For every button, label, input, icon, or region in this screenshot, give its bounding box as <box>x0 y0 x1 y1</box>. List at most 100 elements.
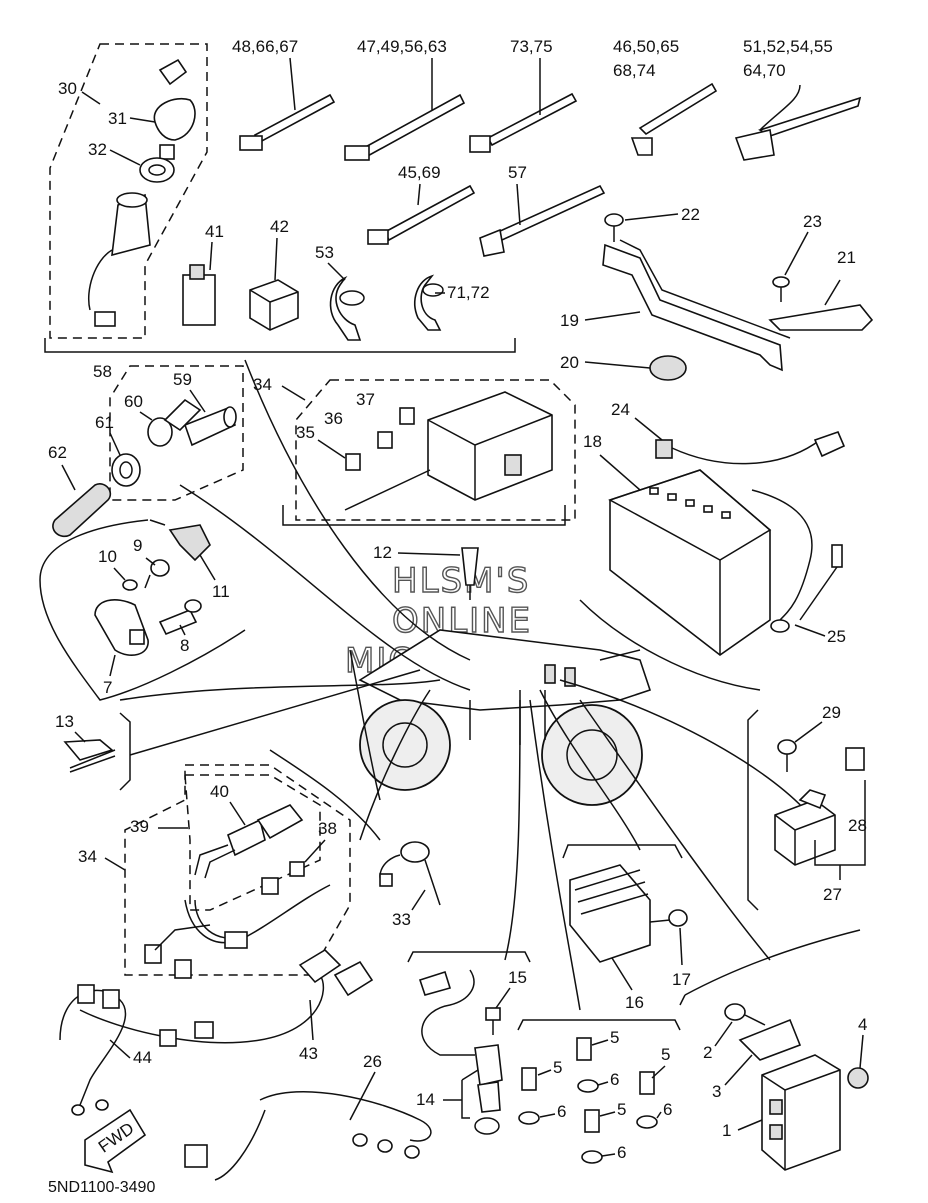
plug-cap-8 <box>158 599 202 636</box>
fuse-28 <box>845 747 865 771</box>
nut-61 <box>111 453 141 487</box>
part-13 <box>63 739 116 773</box>
top-left-bracket <box>44 338 516 353</box>
bracket-3 <box>738 1018 802 1061</box>
callout-c71: 71,72 <box>447 283 490 302</box>
clamp-71 <box>414 274 444 331</box>
screw-15 <box>485 1007 501 1035</box>
callout-c4: 4 <box>858 1015 867 1034</box>
callout-c51b: 64,70 <box>743 61 786 80</box>
coupler-38 <box>261 861 305 895</box>
clamp-53 <box>329 275 365 341</box>
starter-relay-27 <box>774 789 836 866</box>
cable-tie-46 <box>630 82 718 156</box>
callout-c13: 13 <box>55 712 74 731</box>
callout-c25: 25 <box>827 627 846 646</box>
callout-c19: 19 <box>560 311 579 330</box>
aux-socket-group-outline <box>109 365 244 501</box>
washer-6-d <box>581 1150 603 1164</box>
callout-c47: 47,49,56,63 <box>357 37 447 56</box>
diagram-code: 5ND1100-3490 <box>48 1179 155 1196</box>
washer-6-a <box>577 1079 599 1093</box>
callout-c5b: 5 <box>553 1058 562 1077</box>
plug-cap-11 <box>149 519 211 562</box>
callout-c29: 29 <box>822 703 841 722</box>
damper-20 <box>649 355 687 381</box>
battery-18 <box>608 469 772 656</box>
speed-sensor-14 <box>418 969 503 1135</box>
forward-arrow-icon: FWD <box>84 1108 147 1174</box>
callout-c34a: 34 <box>253 375 272 394</box>
callout-c40: 40 <box>210 782 229 801</box>
washer-6-c <box>636 1115 658 1129</box>
callout-c45: 45,69 <box>398 163 441 182</box>
fuse-37-spare <box>399 407 415 425</box>
callout-c15: 15 <box>508 968 527 987</box>
callout-c24: 24 <box>611 400 630 419</box>
callout-c60: 60 <box>124 392 143 411</box>
cable-tie-51 <box>734 84 862 161</box>
bracket-27 <box>747 709 759 911</box>
callout-c30: 30 <box>58 79 77 98</box>
cable-tie-47 <box>344 93 466 161</box>
battery-cable-25 <box>751 489 843 633</box>
callout-c35: 35 <box>296 423 315 442</box>
sensor-33 <box>379 841 441 906</box>
callout-c33: 33 <box>392 910 411 929</box>
socket-59 <box>183 406 237 447</box>
battery-cable-24 <box>655 430 846 465</box>
atv-vehicle <box>358 629 652 806</box>
bolt-17 <box>649 909 688 927</box>
callout-c31: 31 <box>108 109 127 128</box>
bolt-22 <box>604 213 624 242</box>
callout-c39: 39 <box>130 817 149 836</box>
fuse-35 <box>345 453 361 471</box>
cable-tie-48 <box>239 93 336 151</box>
bolt-2 <box>724 1003 766 1026</box>
bolt-5-a <box>576 1037 592 1061</box>
callout-c51a: 51,52,54,55 <box>743 37 833 56</box>
callout-c48: 48,66,67 <box>232 37 298 56</box>
callout-c73: 73,75 <box>510 37 553 56</box>
callout-c17: 17 <box>672 970 691 989</box>
callout-c6a: 6 <box>610 1070 619 1089</box>
callout-c23: 23 <box>803 212 822 231</box>
callout-c61: 61 <box>95 413 114 432</box>
wire-harness-26 <box>184 1090 432 1181</box>
leader-lines <box>119 359 831 1011</box>
callout-c42: 42 <box>270 217 289 236</box>
callout-c6c: 6 <box>663 1100 672 1119</box>
bracket-ecu <box>679 929 861 1006</box>
bolt-5-b <box>521 1067 537 1091</box>
callout-c36: 36 <box>324 409 343 428</box>
bracket-14 <box>407 951 531 963</box>
callout-c20: 20 <box>560 353 579 372</box>
callout-c41: 41 <box>205 222 224 241</box>
callout-c44: 44 <box>133 1048 152 1067</box>
watermark-line-1: HLSM'S <box>392 561 530 601</box>
ignition-switch-group-outline <box>49 43 208 339</box>
callout-c46a: 46,50,65 <box>613 37 679 56</box>
callout-c53: 53 <box>315 243 334 262</box>
callout-c37: 37 <box>356 390 375 409</box>
bracket-21 <box>768 279 874 331</box>
callout-c3: 3 <box>712 1082 721 1101</box>
callout-labels: 30 31 32 41 42 53 71,72 48,66,67 47,49,5… <box>48 37 867 1162</box>
washer-10 <box>122 579 138 591</box>
callout-c22: 22 <box>681 205 700 224</box>
callout-c12: 12 <box>373 543 392 562</box>
main-switch-key <box>153 58 196 160</box>
callout-c5d: 5 <box>617 1100 626 1119</box>
cable-tie-45 <box>367 184 476 245</box>
cable-tie-57 <box>479 184 606 257</box>
main-switch-body <box>88 192 151 327</box>
callout-c34b: 34 <box>78 847 97 866</box>
callout-c27: 27 <box>823 885 842 904</box>
wire-harness-44 <box>59 984 127 1116</box>
bolt-5-c <box>639 1071 655 1095</box>
wire-harness-43 <box>79 948 374 1047</box>
callout-c8: 8 <box>180 636 189 655</box>
callout-c43: 43 <box>299 1044 318 1063</box>
callout-c5a: 5 <box>610 1028 619 1047</box>
